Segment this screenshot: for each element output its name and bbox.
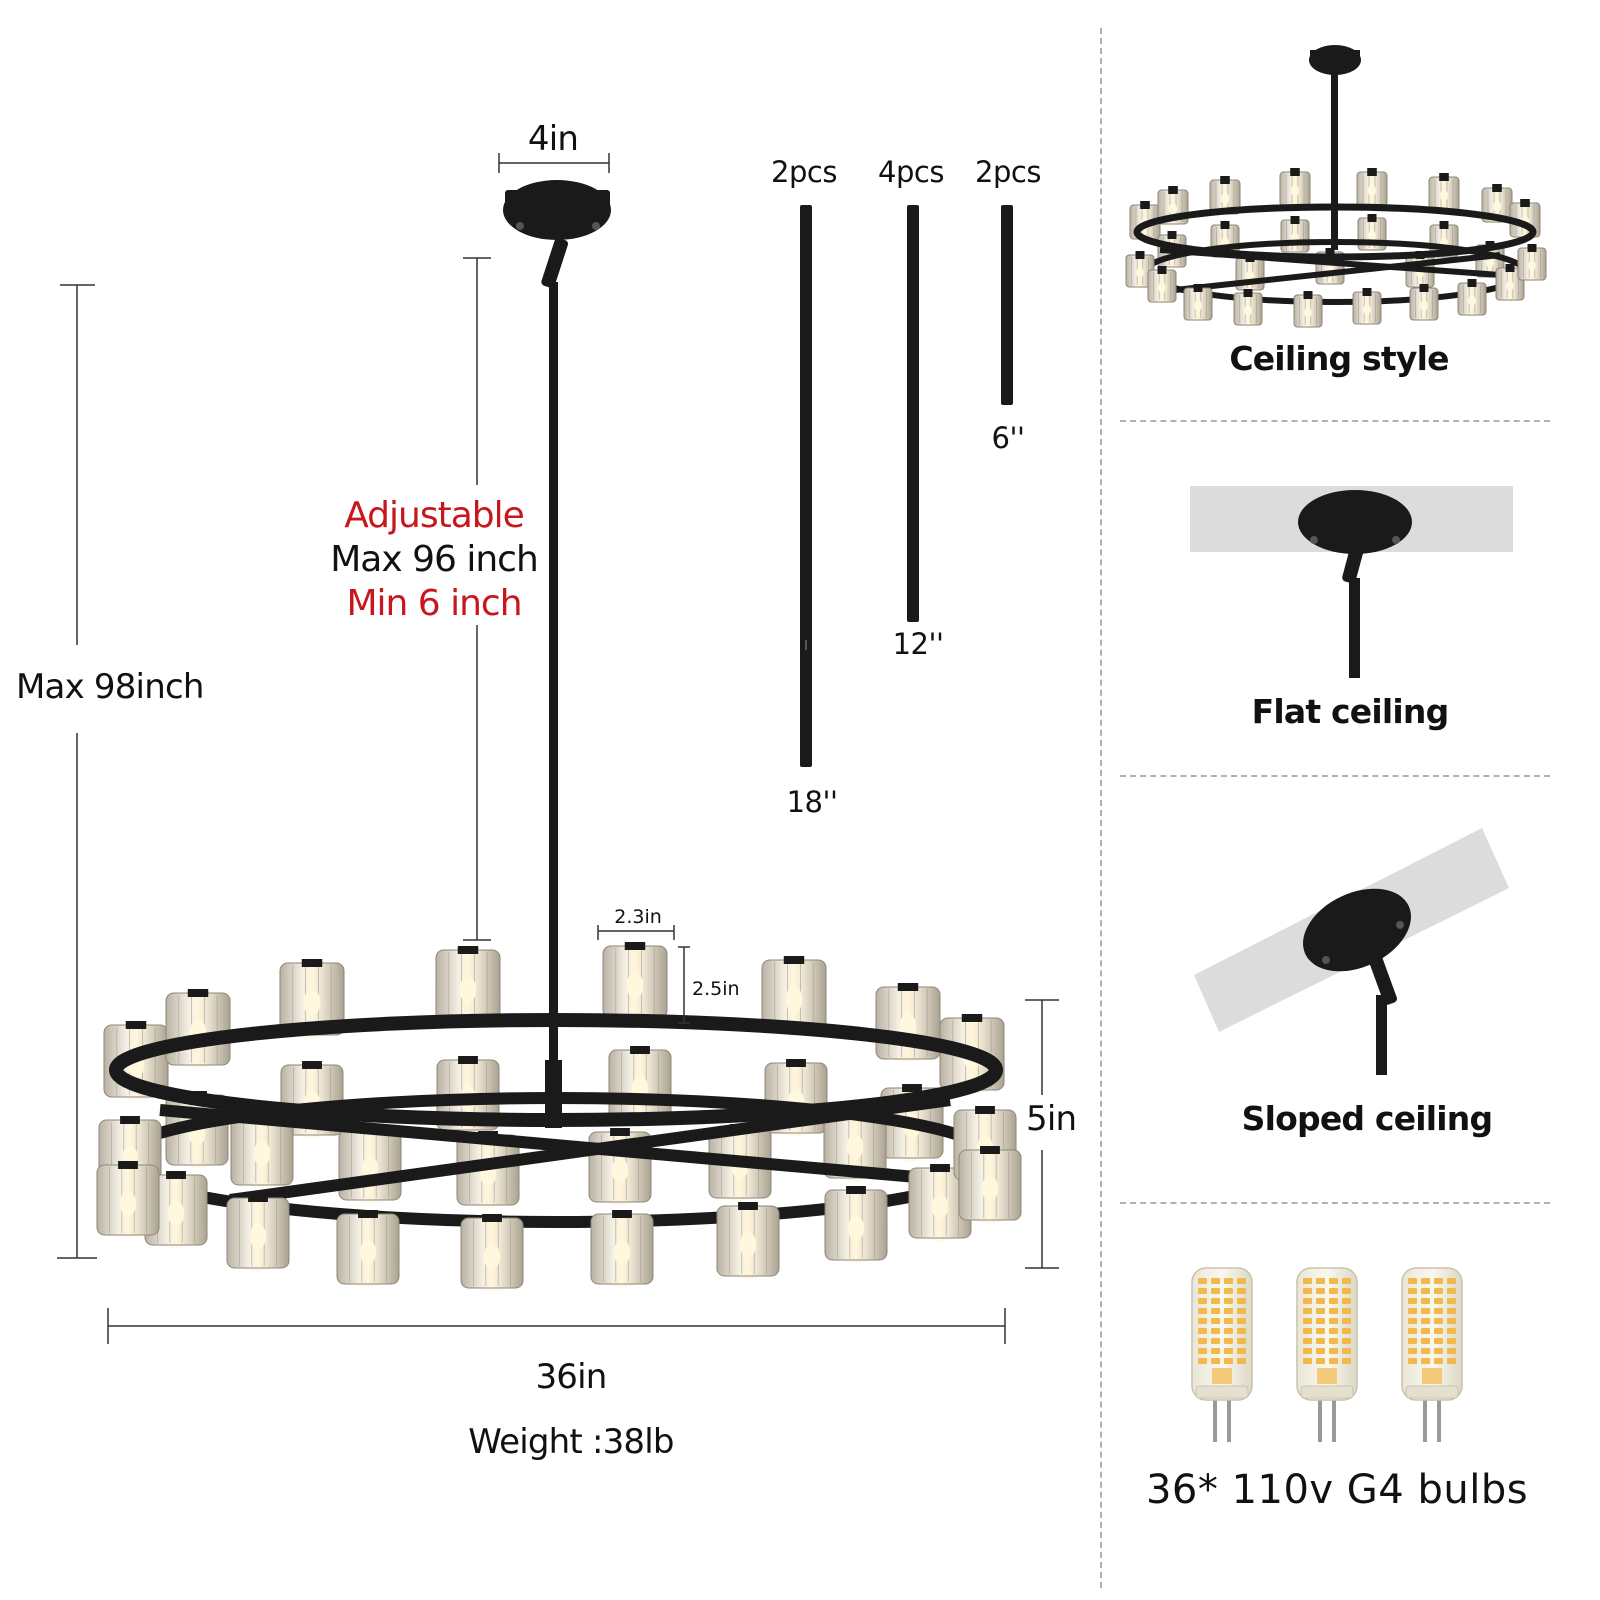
- ceiling-style-caption: Ceiling style: [1229, 339, 1449, 378]
- adjustable-title: Adjustable: [344, 495, 525, 536]
- crystal-shade: [1278, 168, 1312, 208]
- weight-label: Weight :38lb: [468, 1422, 674, 1462]
- sloped-ceiling-illustration: [1194, 828, 1509, 1075]
- g4-led-bulb-icon: [1401, 1267, 1463, 1442]
- crystal-shade: [335, 1126, 405, 1204]
- crystal-shade: [1351, 288, 1383, 326]
- column-divider: [1100, 28, 1102, 1588]
- crystal-shade: [1427, 173, 1461, 213]
- rod-6in: [1001, 205, 1013, 405]
- crystal-shade: [1146, 266, 1178, 304]
- crystal-shade: [333, 1210, 403, 1288]
- dimension-lines: [57, 153, 1059, 1344]
- crystal-shade: [713, 1202, 783, 1280]
- crystal-shade: [1408, 284, 1440, 322]
- crystal-shade: [821, 1186, 891, 1264]
- crystal-shade: [599, 942, 671, 1022]
- crystal-shade: [162, 989, 234, 1069]
- panel-divider: [1120, 775, 1550, 777]
- canopy-width-label: 4in: [527, 119, 579, 159]
- crystal-shade: [1456, 279, 1488, 317]
- panel-divider: [1120, 420, 1550, 422]
- rod-6-qty: 2pcs: [975, 155, 1041, 189]
- diameter-label: 36in: [535, 1357, 607, 1397]
- adjustable-max: Max 96 inch: [330, 539, 539, 580]
- crystal-shade: [1279, 216, 1311, 254]
- crystal-shade: [1355, 168, 1389, 208]
- crystal-shade: [1232, 289, 1264, 327]
- crystal-shade: [432, 946, 504, 1026]
- crystal-shade: [223, 1194, 293, 1272]
- rod-18-qty: 2pcs: [771, 155, 837, 189]
- g4-led-bulb-icon: [1191, 1267, 1253, 1442]
- canopy-illustration: [503, 180, 611, 288]
- crystal-shade: [1292, 291, 1324, 329]
- crystal-shade: [141, 1171, 211, 1249]
- crystal-shade: [1356, 214, 1388, 252]
- flat-ceiling-caption: Flat ceiling: [1251, 692, 1450, 731]
- adjustable-rod-label: Adjustable Max 96 inch Min 6 inch: [330, 494, 539, 626]
- rod-12in: [907, 205, 919, 622]
- overall-height-label: Max 98inch: [16, 667, 204, 707]
- chandelier-illustration: [93, 180, 1025, 1292]
- rod-18-length: 18'': [786, 785, 838, 819]
- downrod: [549, 282, 558, 1082]
- rod-18in: [800, 205, 812, 767]
- shade-height-label: 2.5in: [692, 978, 740, 1000]
- extension-rods: [800, 205, 1013, 767]
- crystal-shade: [227, 1111, 297, 1189]
- crystal-shade: [1516, 244, 1548, 282]
- panel-divider: [1120, 1202, 1550, 1204]
- ceiling-style-chandelier-icon: [1124, 45, 1548, 329]
- crystal-shade: [758, 956, 830, 1036]
- body-height-label: 5in: [1026, 1099, 1077, 1139]
- g4-led-bulb-icon: [1296, 1267, 1358, 1442]
- crystal-shade: [1182, 284, 1214, 322]
- adjustable-min: Min 6 inch: [346, 583, 522, 624]
- crystal-shade: [93, 1161, 163, 1239]
- rod-12-qty: 4pcs: [878, 155, 944, 189]
- crystal-shade: [820, 1104, 890, 1182]
- rod-6-length: 6'': [991, 421, 1025, 455]
- flat-ceiling-illustration: [1190, 486, 1513, 678]
- crystal-shade: [955, 1146, 1025, 1224]
- shade-width-label: 2.3in: [614, 906, 662, 928]
- crystal-shade: [905, 1164, 975, 1242]
- sloped-ceiling-caption: Sloped ceiling: [1241, 1099, 1493, 1138]
- crystal-shade: [457, 1214, 527, 1292]
- bulbs-caption: 36* 110v G4 bulbs: [1145, 1467, 1529, 1513]
- g4-bulbs-illustration: [1191, 1267, 1463, 1442]
- rod-12-length: 12'': [892, 627, 944, 661]
- crystal-shade: [587, 1210, 657, 1288]
